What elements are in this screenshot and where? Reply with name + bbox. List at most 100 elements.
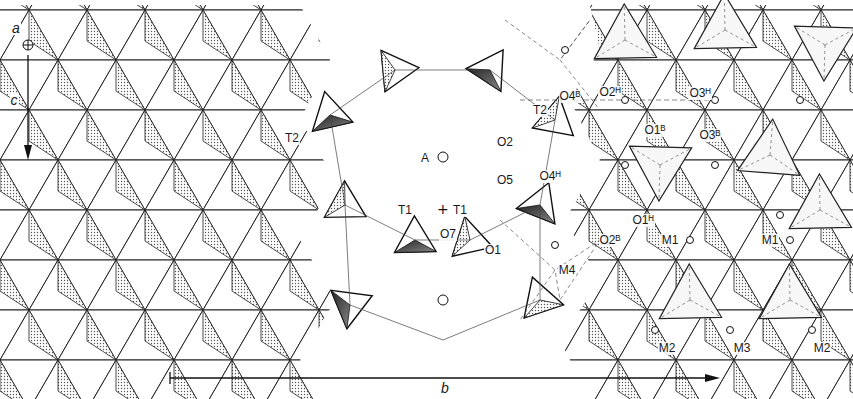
octahedron-shade [676,160,705,210]
site-label: O1 [484,244,502,257]
structure-line [694,30,725,49]
octahedron-shade [348,60,377,110]
octahedron-face [705,0,763,10]
tetrahedron [331,290,372,328]
octahedron-shade [676,0,705,10]
octahedron-shade [203,310,232,360]
octahedron-shade [734,60,763,110]
octahedron-shade [560,360,589,399]
structure-line [659,300,690,319]
structure-line [724,0,726,30]
octahedron-face [377,360,435,399]
structure-line [520,100,720,101]
octahedron-face [29,0,87,10]
structure-line [725,30,756,47]
site-label: O2 [496,136,514,149]
octahedron-face [319,10,377,60]
site-label: O3ᴮ [699,129,722,142]
octahedron-face [850,360,853,399]
octahedron-face [473,110,531,160]
octahedron-shade [560,160,589,210]
structure-line [629,146,660,165]
octahedron-shade [618,260,647,310]
octahedron-shade [850,60,853,110]
octahedron-shade [676,360,705,399]
big-tetrahedron [659,264,721,319]
octahedron-shade [232,60,261,110]
site-label: M1 [661,234,680,247]
octahedron-shade [232,260,261,310]
octahedron-shade [406,360,435,399]
octahedron-shade [87,110,116,160]
octahedron-shade [406,0,435,10]
octahedron-shade [850,160,853,210]
structure-line [689,264,691,300]
structure-line [825,28,853,45]
octahedron-face [821,0,853,10]
structure-line [789,210,820,229]
octahedron-face [473,0,531,10]
octahedron-face [290,360,348,399]
big-tetrahedron [629,146,691,201]
site-circle [809,327,816,334]
site-label: T2 [532,104,548,117]
structure-line [330,70,555,240]
octahedron-face [531,0,589,10]
tetrahedron-shade [466,69,501,92]
octahedron-face [319,360,377,399]
structure-line [624,4,626,40]
octahedron-shade [203,110,232,160]
octahedron-shade [174,360,203,399]
octahedron-shade [763,10,792,60]
octahedron-shade [29,10,58,60]
octahedron-shade [58,360,87,399]
structure-line [824,45,825,81]
tetrahedron-shade [524,300,563,318]
octahedron-shade [58,160,87,210]
octahedron-shade [145,210,174,260]
octahedron-face [850,60,853,110]
site-circle [787,237,794,244]
structure-line [690,300,722,317]
octahedron-face [348,310,406,360]
octahedron-face [502,310,560,360]
structure-line [770,155,800,175]
structure-line [169,372,170,384]
octahedron-face [821,360,853,399]
octahedron-shade [618,60,647,110]
octahedron-shade [174,160,203,210]
octahedron-face [502,360,560,399]
octahedron-shade [676,60,705,110]
site-label: T2 [284,132,300,145]
octahedron-shade [87,210,116,260]
octahedron-shade [734,360,763,399]
octahedron-face [406,160,464,210]
octahedron-face [377,0,435,10]
octahedron-face [850,0,853,10]
octahedron-face [0,0,29,10]
octahedron-shade [290,360,319,399]
tetrahedron-shade [516,205,555,224]
octahedron-shade [58,60,87,110]
octahedron-shade [145,110,174,160]
octahedron-shade [406,260,435,310]
site-label: O1ᴮ [644,124,667,137]
octahedron-shade [792,0,821,10]
structure-line [789,264,791,300]
site-label: M4 [558,264,577,277]
site-label: M3 [733,342,752,355]
octahedron-face [290,0,348,10]
octahedron-face [502,60,560,110]
octahedron-shade [850,0,853,10]
structure-line [28,40,29,50]
octahedron-face [444,310,502,360]
axis-line [27,55,28,150]
octahedron-shade [116,160,145,210]
structure-line [794,26,825,45]
octahedron-shade [58,0,87,10]
octahedron-shade [348,0,377,10]
octahedron-shade [174,60,203,110]
octahedron-shade [203,210,232,260]
octahedron-shade [116,260,145,310]
